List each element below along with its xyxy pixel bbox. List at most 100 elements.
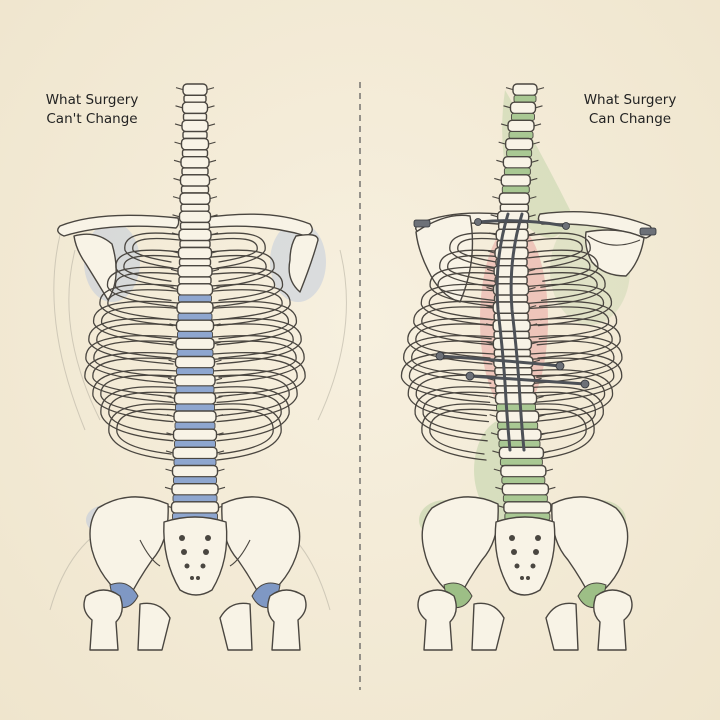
- label-what-surgery-can-change: What Surgery Can Change: [566, 91, 694, 129]
- left-rib-left-9: [92, 369, 190, 423]
- right-disc-2: [511, 112, 535, 121]
- left-disc-1: [183, 94, 207, 103]
- right-disc-19: [497, 421, 539, 430]
- left-rib-right-2: [200, 249, 275, 288]
- left-skeleton: [49, 83, 347, 651]
- right-vertebra-2: [509, 101, 537, 115]
- left-vertebra-19: [173, 410, 217, 423]
- left-vertebra-22: [171, 464, 219, 478]
- left-disc-13: [177, 312, 213, 321]
- left-vertebra-24: [170, 501, 220, 514]
- left-rib-left-4: [99, 283, 190, 327]
- right-vertebra-23: [501, 482, 550, 496]
- right-vertebra-5: [502, 155, 533, 169]
- right-disc-4: [506, 149, 533, 158]
- right-rib-right-11: [513, 403, 595, 461]
- left-disc-7: [180, 203, 210, 212]
- right-vertebra-18: [494, 392, 538, 405]
- left-rib-right-11: [200, 403, 282, 461]
- left-vertebra-16: [174, 355, 216, 369]
- left-rib-left-8: [84, 352, 190, 404]
- left-disc-20: [174, 439, 216, 448]
- right-vertebra-21: [498, 446, 545, 460]
- right-rib-left-5: [413, 300, 510, 346]
- left-vertebra-8: [178, 210, 212, 224]
- left-vertebra-3: [181, 119, 209, 133]
- right-disc-3: [508, 131, 534, 139]
- left-rib-right-8: [200, 352, 306, 404]
- left-pelvis: [83, 496, 307, 651]
- right-rib-left-1: [449, 232, 515, 269]
- left-disc-21: [173, 458, 217, 466]
- label-left-line-1: What Surgery: [45, 92, 139, 108]
- left-disc-16: [176, 367, 214, 376]
- left-vertebra-4: [180, 137, 210, 151]
- left-vertebra-17: [174, 373, 216, 387]
- left-disc-6: [180, 185, 210, 194]
- right-disc-18: [496, 403, 536, 412]
- right-rib-right-2: [524, 249, 599, 288]
- right-disc-7: [499, 203, 530, 212]
- left-vertebra-20: [172, 428, 218, 442]
- right-disc-5: [503, 167, 531, 176]
- right-vertebra-20: [497, 428, 542, 442]
- right-vertebra-7: [498, 192, 531, 205]
- right-vertebra-15: [492, 337, 533, 351]
- right-scapula-l: [415, 214, 474, 303]
- left-rib-right-4: [200, 283, 291, 327]
- left-disc-14: [177, 330, 213, 339]
- left-vertebra-9: [178, 228, 212, 242]
- left-disc-5: [181, 167, 209, 176]
- right-vertebra-3: [507, 119, 535, 133]
- left-vertebra-10: [177, 246, 213, 260]
- left-vertebra-5: [180, 155, 210, 169]
- left-clavicle-l: [57, 214, 180, 237]
- right-vertebra-6: [500, 174, 531, 187]
- left-rib-left-10: [100, 386, 190, 442]
- right-rib-right-1: [525, 232, 591, 269]
- left-disc-11: [178, 276, 212, 285]
- left-rib-left-11: [108, 403, 190, 461]
- left-rib-left-7: [85, 334, 190, 384]
- left-vertebra-1: [182, 83, 208, 96]
- right-disc-15: [493, 348, 532, 358]
- left-vertebra-14: [175, 319, 215, 333]
- right-disc-21: [499, 458, 543, 466]
- left-disc-15: [176, 349, 214, 357]
- left-disc-19: [174, 421, 216, 430]
- left-disc-10: [178, 258, 212, 267]
- left-ribcage: [84, 232, 306, 461]
- left-disc-8: [179, 221, 211, 231]
- left-vertebra-21: [172, 446, 218, 460]
- left-rib-right-1: [200, 232, 266, 269]
- left-rib-right-5: [200, 300, 297, 346]
- right-rib-right-7: [518, 334, 623, 384]
- right-disc-23: [502, 494, 548, 503]
- left-rib-right-10: [200, 386, 290, 442]
- left-disc-2: [182, 112, 208, 122]
- left-vertebra-12: [176, 283, 214, 296]
- left-vertebra-23: [171, 482, 219, 496]
- right-vertebra-19: [495, 410, 540, 423]
- right-disc-17: [494, 385, 535, 394]
- left-vertebra-2: [181, 101, 209, 115]
- right-rib-right-4: [521, 283, 612, 327]
- left-scapula-r: [288, 233, 319, 293]
- left-vertebra-15: [175, 337, 215, 351]
- left-vertebra-13: [176, 301, 214, 314]
- spinal-fusion-hardware: [413, 212, 657, 452]
- right-disc-1: [513, 94, 537, 103]
- left-vertebra-18: [173, 392, 217, 405]
- right-rib-right-8: [516, 352, 623, 404]
- label-right-line-2: Can Change: [588, 111, 672, 127]
- right-disc-6: [501, 185, 530, 194]
- left-vertebra-6: [179, 174, 211, 187]
- left-disc-4: [181, 149, 209, 158]
- right-rib-right-5: [520, 300, 618, 346]
- label-left-line-2: Can't Change: [46, 111, 138, 127]
- right-skeleton: [400, 83, 657, 651]
- left-rib-left-2: [115, 249, 190, 288]
- left-disc-23: [172, 494, 218, 503]
